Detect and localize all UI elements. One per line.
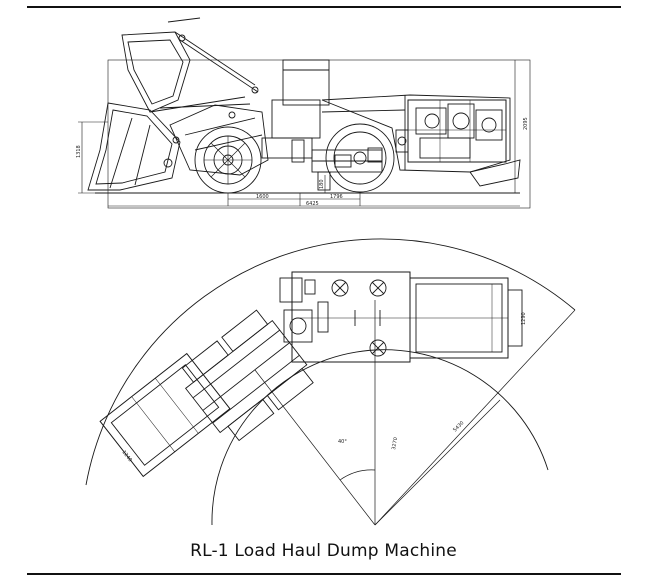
rear-tail <box>469 159 521 187</box>
dim-wheelbase: 1600 <box>256 194 269 200</box>
bottom-border-line <box>27 573 621 575</box>
outer-turning-arc <box>85 238 576 486</box>
dim-plan-width: 1290 <box>521 312 527 325</box>
rear-frame <box>321 94 511 173</box>
plan-wheels <box>331 279 387 357</box>
plan-view: 40° 3270 5430 <box>85 238 576 526</box>
dim-outer-radius: 5430 <box>452 420 465 433</box>
raised-bucket <box>121 17 259 113</box>
dim-height-right: 2095 <box>523 117 529 130</box>
dim-height-left: 1318 <box>76 145 82 158</box>
side-elevation-view: 1318 2095 1600 1796 6425 180 <box>76 17 531 209</box>
engine-block <box>395 99 507 163</box>
rear-wheel <box>325 123 395 193</box>
front-wheel <box>194 126 262 194</box>
dim-overall-length: 6425 <box>306 201 319 207</box>
rear-chassis-plan <box>279 271 523 363</box>
drive-train <box>311 147 383 191</box>
operator-cab <box>261 59 330 163</box>
lowered-bucket <box>87 102 181 191</box>
front-frame <box>169 104 269 176</box>
radius-lines <box>254 300 576 526</box>
dim-steer-angle: 40° <box>338 439 347 445</box>
dim-ground: 180 <box>319 179 325 189</box>
side-dimension-lines <box>78 60 520 207</box>
figure-caption: RL-1 Load Haul Dump Machine <box>190 541 457 561</box>
inner-turning-arc <box>211 349 549 526</box>
dim-rear-length: 1796 <box>330 194 343 200</box>
top-border-line <box>27 6 621 8</box>
bucket-plan <box>99 352 231 478</box>
dim-inner-radius: 3270 <box>391 437 399 451</box>
front-frame-plan <box>181 309 314 442</box>
